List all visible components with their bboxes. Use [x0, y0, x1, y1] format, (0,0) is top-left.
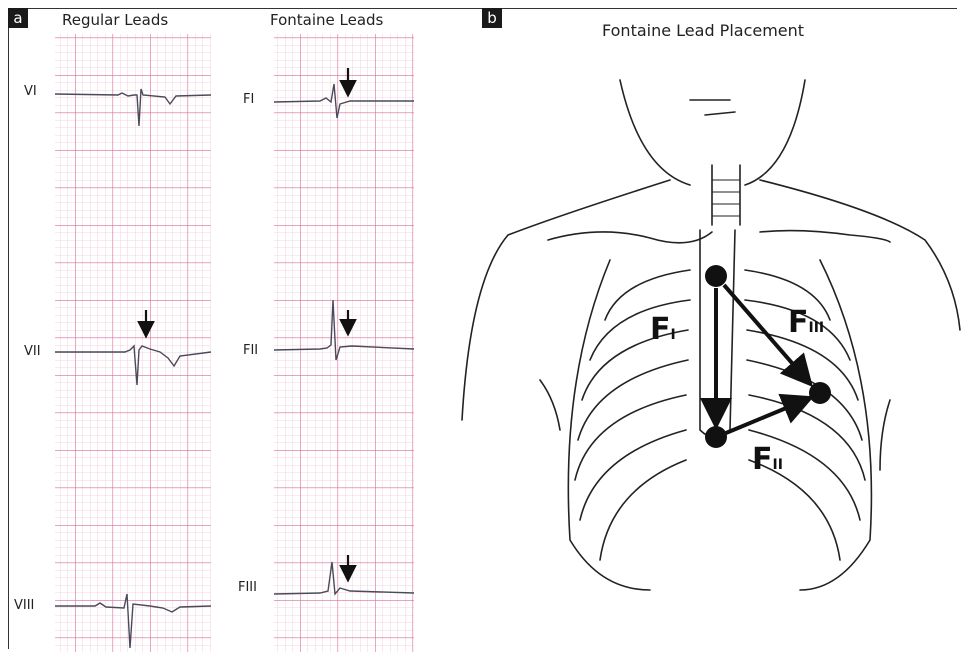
torso-illustration [462, 80, 960, 590]
lead-label-vii: VII [24, 344, 41, 359]
vector-label-fi: FI [650, 312, 676, 347]
panel-b-badge: b [482, 8, 502, 28]
lead-label-fiii: FIII [238, 580, 257, 595]
fontaine-leads-grid [274, 34, 414, 652]
regular-leads-grid [55, 34, 211, 652]
electrode-xiphoid [705, 426, 727, 448]
lead-label-vi: VI [24, 84, 37, 99]
electrode-v5 [809, 382, 831, 404]
panel-b-title: Fontaine Lead Placement [602, 21, 804, 40]
lead-label-viii: VIII [14, 598, 34, 613]
vector-label-fiii: FIII [788, 305, 824, 340]
vector-label-fii: FII [752, 442, 783, 477]
electrode-manubrium [705, 265, 727, 287]
lead-label-fii: FII [243, 343, 258, 358]
lead-label-fi: FI [243, 92, 254, 107]
vector-fii-arrow [726, 401, 803, 433]
